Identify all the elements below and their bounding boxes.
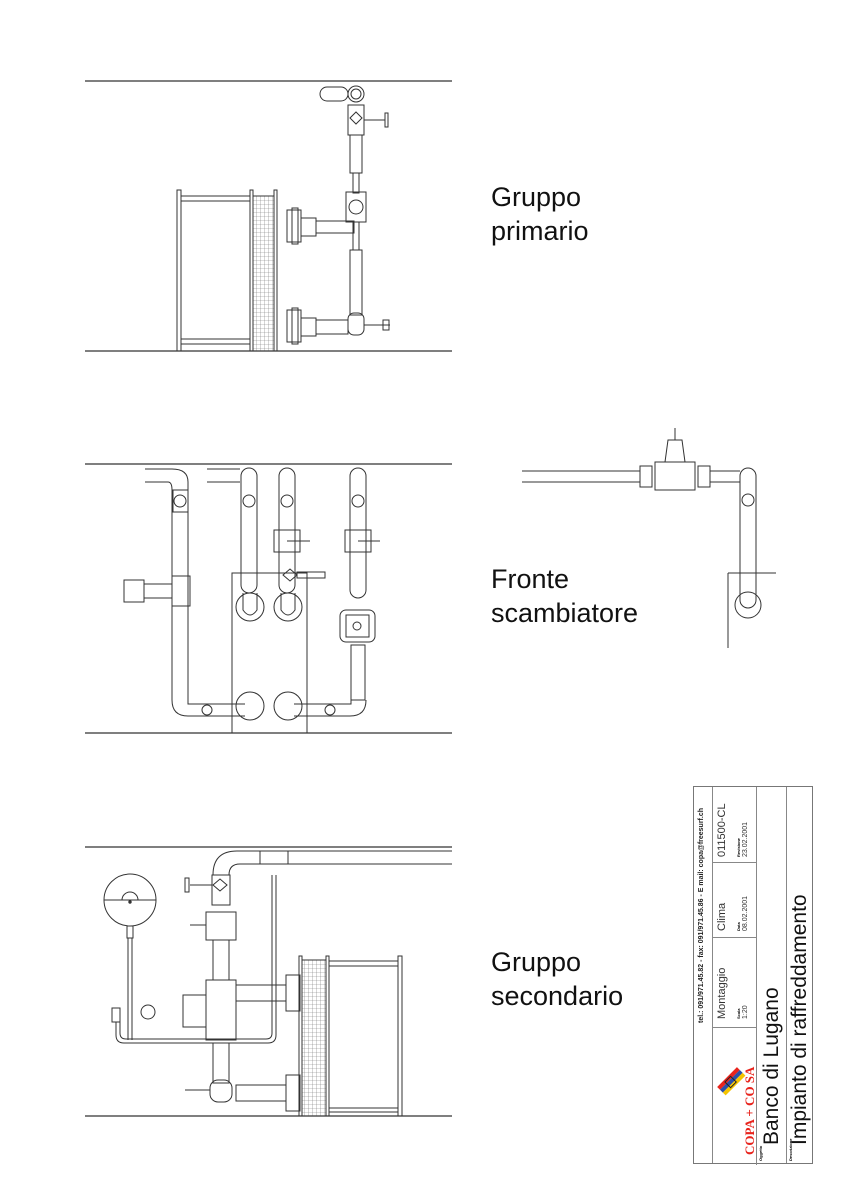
pipe-upper-primary xyxy=(286,207,355,245)
pipe-lower-primary xyxy=(286,307,349,345)
date-label: Data xyxy=(736,922,741,931)
pipe-column-2 xyxy=(207,467,265,622)
description-value: Impianto di raffreddamento xyxy=(788,894,811,1145)
flange-bottom-left xyxy=(235,691,265,721)
label-gruppo-primario: Gruppo primario xyxy=(491,180,589,248)
safety-valve xyxy=(111,1007,121,1023)
pipe-column-1 xyxy=(123,468,245,717)
object-label: Oggetto xyxy=(758,1145,763,1161)
pipe-column-4 xyxy=(294,467,380,717)
pipe-column-3 xyxy=(273,467,326,622)
pump xyxy=(339,609,376,643)
label-fronte-scambiatore: Fronte scambiatore xyxy=(491,562,638,630)
label-gruppo-secondario: Gruppo secondario xyxy=(491,945,623,1013)
label-line-2: secondario xyxy=(491,981,624,1011)
drawing-number: 011500-CL xyxy=(716,803,728,857)
company-logo: COPA + CO SA xyxy=(712,1027,757,1165)
object-value: Banco di Lugano xyxy=(760,987,783,1145)
label-line-1: Fronte xyxy=(491,564,570,594)
side-detail xyxy=(522,428,776,648)
logo-mark-icon xyxy=(717,1067,746,1096)
heat-exchanger-secondary xyxy=(285,955,403,1117)
revision-value: 23.02.2001 xyxy=(742,821,749,857)
exchanger-plate xyxy=(231,572,308,734)
view-gruppo-primario xyxy=(85,80,452,352)
discipline: Clima xyxy=(716,902,728,931)
label-line-2: primario xyxy=(491,216,589,246)
riser-primary xyxy=(319,85,390,336)
title-block: tel.: 091/971.45.82 - fax: 091/971.45.86… xyxy=(693,786,813,1165)
company-name: COPA + CO SA xyxy=(742,1066,757,1155)
riser-secondary xyxy=(182,850,452,1103)
view-gruppo-secondario xyxy=(85,846,452,1117)
label-line-1: Gruppo xyxy=(491,182,582,212)
flange-bottom-right xyxy=(273,691,303,721)
label-line-1: Gruppo xyxy=(491,947,582,977)
job-type: Montaggio xyxy=(716,967,728,1019)
expansion-vessel xyxy=(103,873,157,1040)
heat-exchanger xyxy=(176,189,278,352)
view-fronte-scambiatore xyxy=(85,428,776,734)
contact-info: tel.: 091/971.45.82 - fax: 091/971.45.86… xyxy=(698,808,705,1023)
scale-value: 1:20 xyxy=(742,1005,749,1019)
date-value: 08.02.2001 xyxy=(742,895,749,931)
scale-label: Scala xyxy=(736,1008,741,1019)
revision-label: Revisione xyxy=(736,838,741,857)
label-line-2: scambiatore xyxy=(491,598,639,628)
pressure-gauge xyxy=(140,1004,156,1020)
